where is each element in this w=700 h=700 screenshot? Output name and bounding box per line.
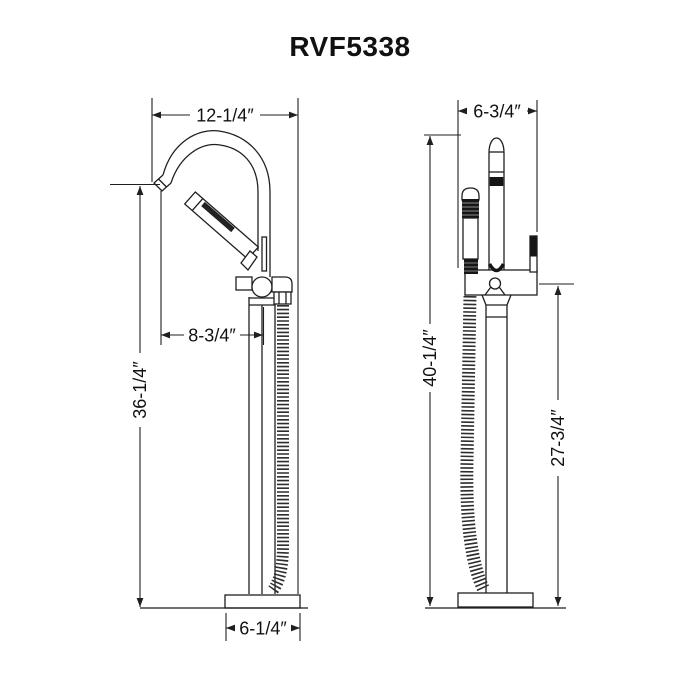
arrowhead-down — [554, 597, 562, 606]
front-spout-height-dim-label: 36-1/4″ — [130, 361, 150, 419]
front-dim-spout-height: 36-1/4″ — [110, 183, 160, 607]
side-handshower — [461, 187, 480, 274]
front-spout-tip — [153, 174, 172, 192]
side-base — [457, 592, 534, 608]
side-valve-pivot — [484, 277, 506, 296]
arrowhead-left — [161, 331, 170, 339]
side-valve-height-dim-label: 27-3/4″ — [548, 409, 568, 467]
front-spout-reach-dim-label: 8-3/4″ — [188, 326, 236, 346]
handshower-handle — [462, 217, 479, 260]
side-depth-dim-label: 6-3/4″ — [473, 102, 521, 122]
front-hose — [268, 305, 289, 594]
side-lever-handle — [529, 235, 538, 273]
front-dim-base-width: 6-1/4″ — [225, 613, 301, 641]
side-dim-overall-depth: 6-3/4″ — [457, 100, 538, 268]
front-riser-column — [248, 297, 276, 594]
wand-spray-face — [201, 201, 235, 233]
side-spout-tube — [487, 137, 506, 273]
side-dim-overall-height: 40-1/4″ — [420, 134, 461, 606]
arrowhead-up — [136, 186, 144, 195]
front-overall-width-dim-label: 12-1/4″ — [196, 106, 254, 126]
arrowhead-up — [426, 136, 434, 145]
front-base-width-dim-label: 6-1/4″ — [239, 619, 287, 639]
valve-left-stub — [235, 276, 253, 291]
front-handshower-wand — [183, 191, 260, 260]
arrowhead-down — [426, 597, 434, 606]
spout-tube-outlet — [487, 263, 506, 273]
side-hose — [460, 295, 490, 593]
side-dim-valve-height: 27-3/4″ — [539, 283, 574, 606]
side-height-dim-label: 40-1/4″ — [420, 329, 440, 387]
arrowhead-right — [528, 107, 537, 115]
page-title: RVF5338 — [289, 31, 410, 62]
side-riser-column — [481, 294, 512, 594]
side-view: 6-3/4″ 40-1/4″ 27-3/4″ — [420, 100, 574, 609]
hose-nut — [273, 291, 292, 305]
arrowhead-up — [554, 286, 562, 295]
arrowhead-down — [136, 598, 144, 607]
front-valve-body — [235, 250, 293, 305]
valve-joint — [251, 276, 273, 298]
arrowhead-left — [152, 111, 161, 119]
front-view: 12-1/4″ 36-1/4″ 8-3/4″ — [110, 98, 308, 641]
front-base — [224, 594, 301, 609]
arrowhead-left — [226, 624, 235, 632]
front-spout — [153, 129, 271, 277]
handshower-connector — [464, 259, 478, 274]
arrowhead-left — [458, 107, 467, 115]
arrowhead-right — [254, 331, 263, 339]
front-diverter-rod — [261, 236, 268, 272]
hose-elbow — [271, 276, 293, 293]
spout-tube-band — [489, 177, 504, 186]
front-dim-spout-reach: 8-3/4″ — [160, 191, 265, 346]
arrowhead-right — [289, 111, 298, 119]
handshower-ribbed-head — [462, 199, 479, 218]
wand-cradle — [240, 250, 258, 272]
arrowhead-right — [291, 624, 300, 632]
front-dim-overall-width: 12-1/4″ — [151, 98, 299, 594]
